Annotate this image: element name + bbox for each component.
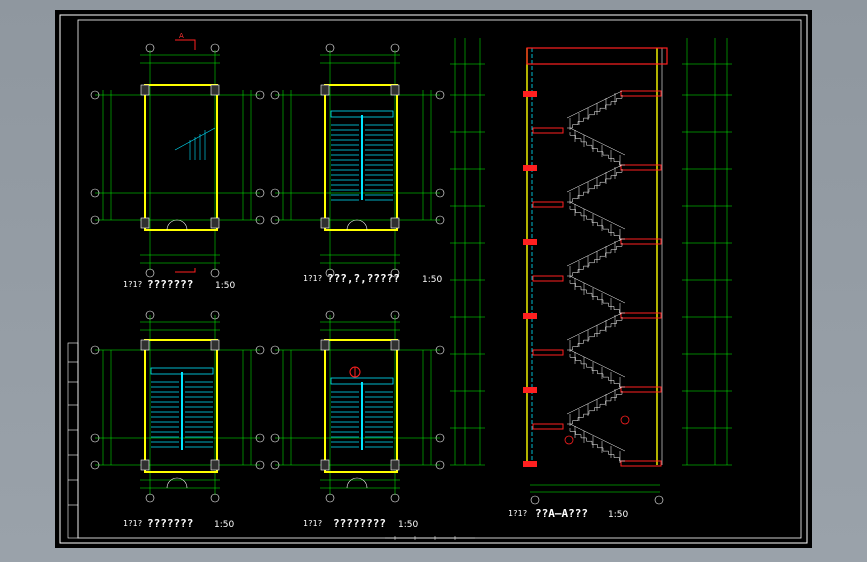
section-scale: 1:50 — [608, 510, 628, 520]
landing-cut — [620, 386, 662, 393]
cad-drawing: A 1?1? ??????? 1:50 — [59, 14, 808, 544]
landing — [150, 367, 214, 375]
landing-cut — [532, 127, 564, 134]
section-drawing — [450, 38, 732, 505]
handrail — [569, 423, 626, 452]
landing-cut — [620, 312, 662, 319]
slab-cut — [523, 91, 537, 97]
landing-cut — [620, 164, 662, 171]
plan-1-scale: 1:50 — [215, 281, 235, 291]
plan-1-title: ??????? — [147, 278, 193, 291]
landing — [330, 377, 394, 385]
plan-3-title: ??????? — [147, 517, 193, 530]
plan-2-prefix: 1?1? — [303, 274, 322, 283]
slab-cut — [523, 313, 537, 319]
landing-cut — [532, 201, 564, 208]
plan-3-prefix: 1?1? — [123, 519, 142, 528]
handrail — [566, 312, 623, 341]
bottom-ruler — [385, 536, 475, 540]
landing-cut — [532, 275, 564, 282]
plan-1-prefix: 1?1? — [123, 280, 142, 289]
outer-border — [59, 14, 808, 544]
handrail — [569, 201, 626, 230]
handrail — [566, 386, 623, 415]
plan-2-drawing — [270, 43, 445, 278]
handrail — [569, 275, 626, 304]
section-prefix: 1?1? — [508, 509, 527, 518]
plan-4-prefix: 1?1? — [303, 519, 322, 528]
landing — [330, 110, 394, 118]
section-title: ??A—A??? — [535, 507, 588, 520]
plan-4-title: ???????? — [333, 517, 386, 530]
slab-cut — [523, 387, 537, 393]
plan-3-scale: 1:50 — [214, 520, 234, 530]
handrail — [566, 90, 623, 119]
landing-cut — [532, 349, 564, 356]
plan-2-title: ???,?,????? — [327, 272, 400, 285]
plan-4-scale: 1:50 — [398, 520, 418, 530]
plan-1-drawing: A — [90, 32, 265, 278]
landing-cut — [620, 90, 662, 97]
drawing-sheet: A 1?1? ??????? 1:50 — [55, 10, 812, 548]
slab-cut — [523, 239, 537, 245]
landing-cut — [532, 423, 564, 430]
handrail — [569, 349, 626, 378]
handrail — [566, 164, 623, 193]
handrail — [569, 127, 626, 156]
handrail — [566, 238, 623, 267]
landing-cut — [620, 238, 662, 245]
slab-cut — [523, 461, 537, 467]
title-block — [67, 342, 79, 539]
plan-4-drawing — [270, 310, 445, 503]
plan-2-scale: 1:50 — [422, 275, 442, 285]
slab-cut — [523, 165, 537, 171]
section-mark-label: A — [179, 32, 184, 40]
landing-cut — [620, 460, 662, 467]
plan-3-drawing — [90, 310, 265, 503]
